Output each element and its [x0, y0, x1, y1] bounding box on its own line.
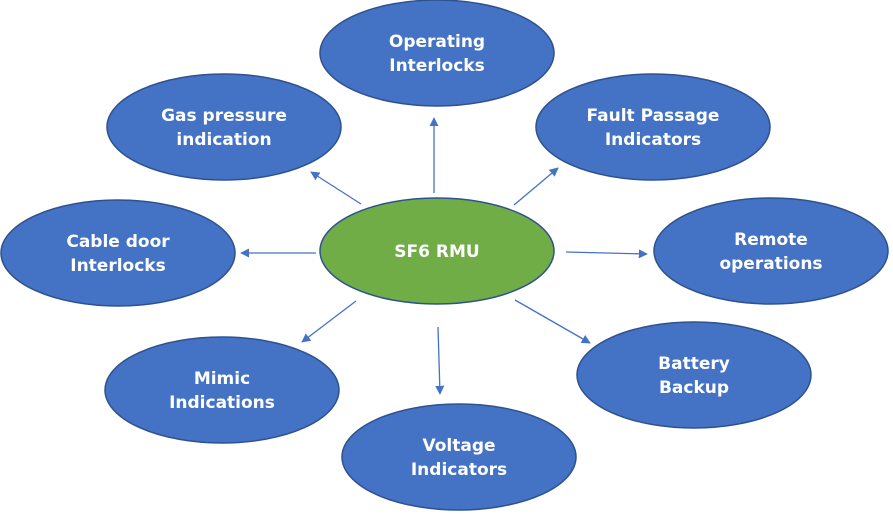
- node-remote-operations-ellipse: [653, 197, 889, 305]
- node-gas-pressure-indication-label-line: Gas pressure: [161, 106, 287, 126]
- arrow-to-gas-pressure-indication: [310, 171, 362, 205]
- node-fault-passage-indicators-label-line: Fault Passage: [587, 106, 720, 126]
- node-fault-passage-indicators-label-line: Indicators: [605, 130, 701, 150]
- node-cable-door-interlocks-ellipse: [0, 199, 236, 307]
- node-gas-pressure-indication: Gas pressure indication: [106, 73, 342, 181]
- node-gas-pressure-indication-label-line: indication: [176, 130, 271, 150]
- arrow-to-fault-passage-indicators: [513, 167, 559, 206]
- node-cable-door-interlocks-label-line: Interlocks: [70, 256, 165, 276]
- node-voltage-indicators-label-line: Indicators: [411, 460, 507, 480]
- node-operating-interlocks-ellipse: [319, 0, 555, 107]
- center-node-label-line: SF6 RMU: [394, 242, 479, 262]
- node-gas-pressure-indication-ellipse: [106, 73, 342, 181]
- node-battery-backup-ellipse: [576, 321, 812, 429]
- node-operating-interlocks-label-line: Operating: [389, 32, 485, 52]
- arrow-to-remote-operations: [565, 249, 648, 259]
- node-operating-interlocks-label-line: Interlocks: [389, 56, 484, 76]
- arrow-to-voltage-indicators: [435, 326, 445, 395]
- arrow-to-mimic-indications: [301, 300, 357, 343]
- node-voltage-indicators-label-line: Voltage: [422, 436, 495, 456]
- node-battery-backup-label-line: Backup: [659, 378, 729, 398]
- center-node-sf6-rmu: SF6 RMU: [319, 197, 555, 305]
- node-mimic-indications-label-line: Mimic: [194, 369, 250, 389]
- node-battery-backup-label-line: Battery: [658, 354, 730, 374]
- arrow-to-battery-backup: [514, 299, 591, 344]
- node-mimic-indications-ellipse: [104, 336, 340, 444]
- node-mimic-indications-label-line: Indications: [169, 393, 275, 413]
- node-fault-passage-indicators-ellipse: [535, 73, 771, 181]
- node-remote-operations: Remote operations: [653, 197, 889, 305]
- node-cable-door-interlocks-label-line: Cable door: [66, 232, 170, 252]
- node-remote-operations-label-line: Remote: [734, 230, 808, 250]
- center-node-ellipse: [319, 197, 555, 305]
- node-remote-operations-label-line: operations: [719, 254, 822, 274]
- node-voltage-indicators-ellipse: [341, 403, 577, 511]
- connectors-layer: [240, 117, 648, 395]
